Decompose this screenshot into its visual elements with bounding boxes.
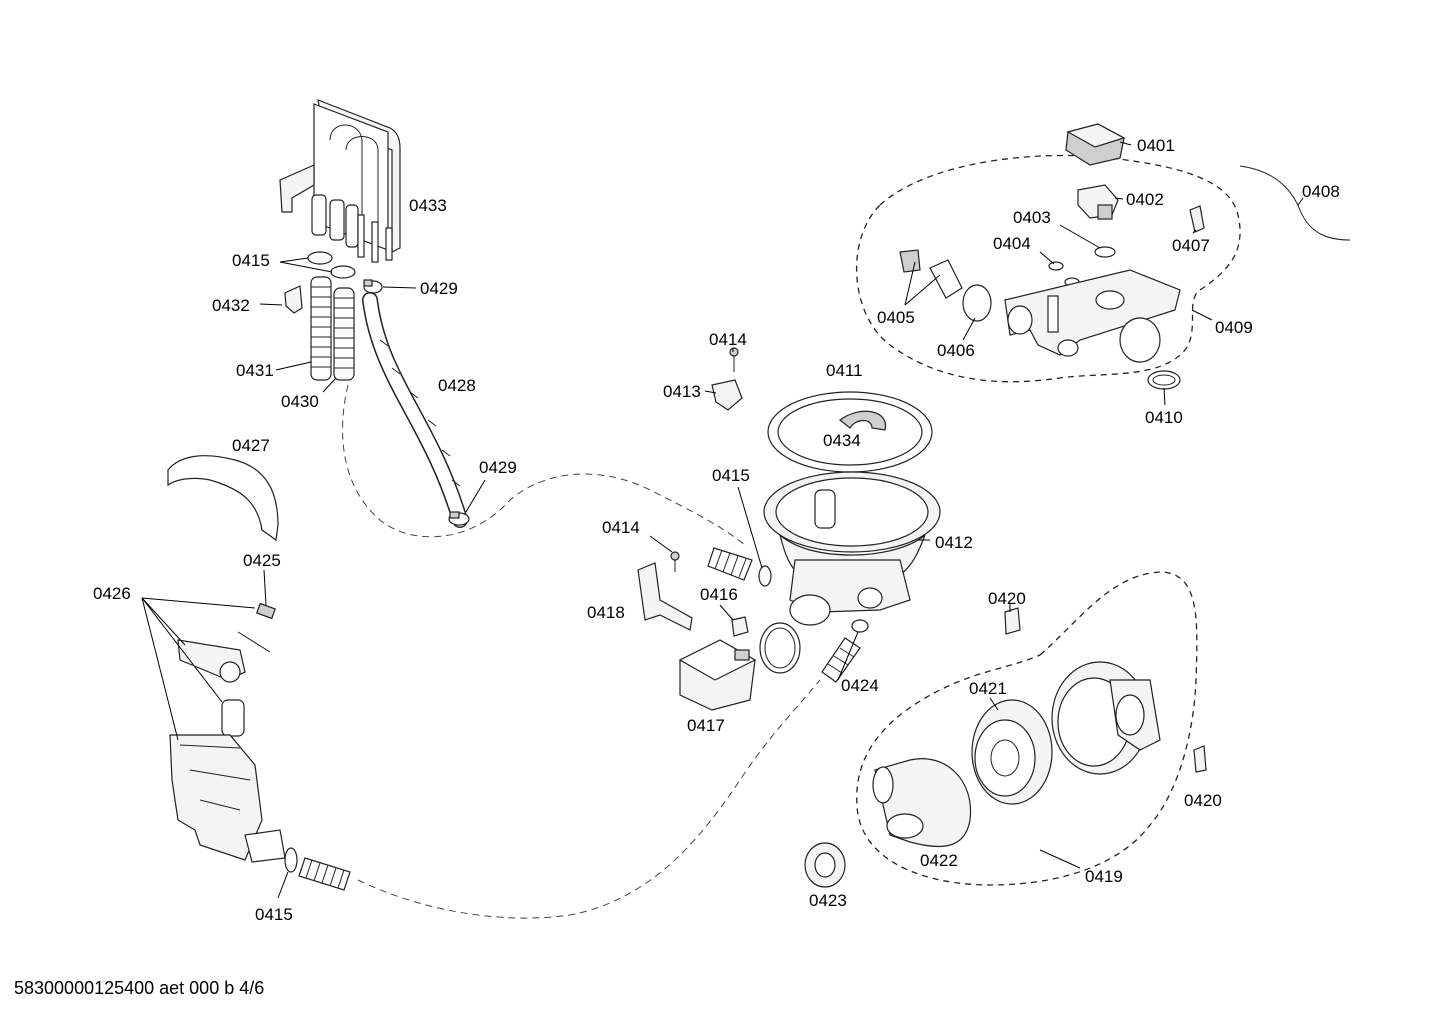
part-0409-valve-block — [1004, 269, 1181, 363]
part-0412-sump — [763, 471, 941, 626]
part-0402-sensor — [1077, 184, 1119, 220]
part-0415-mid-hose — [707, 547, 753, 581]
label-0414-lower: 0414 — [602, 518, 640, 537]
label-0417: 0417 — [687, 716, 725, 735]
label-0434: 0434 — [823, 431, 861, 450]
label-0424: 0424 — [841, 676, 879, 695]
label-0420-upper: 0420 — [988, 589, 1026, 608]
part-0415-lower-hose — [298, 857, 351, 891]
label-0403: 0403 — [1013, 208, 1051, 227]
part-0417-valve — [678, 639, 757, 711]
label-0407: 0407 — [1172, 236, 1210, 255]
label-0402: 0402 — [1126, 190, 1164, 209]
part-0420-bracket-upper — [1004, 607, 1021, 635]
leader-lines — [141, 141, 1304, 899]
label-0433: 0433 — [409, 196, 447, 215]
label-0429-upper: 0429 — [420, 279, 458, 298]
label-0428: 0428 — [438, 376, 476, 395]
label-0410: 0410 — [1145, 408, 1183, 427]
assembly-outline-0419 — [856, 571, 1198, 886]
part-0421-pump-cover — [971, 699, 1053, 805]
part-labels: 0401 0402 0403 0404 0405 0406 0407 0408 … — [93, 136, 1340, 924]
label-0413: 0413 — [663, 382, 701, 401]
part-0429-clamp-upper — [363, 279, 383, 294]
part-0413-bracket — [711, 379, 743, 411]
part-0408-cable — [1239, 165, 1351, 241]
assembly-outline-0409 — [855, 154, 1241, 383]
part-0420-bracket-lower — [1193, 745, 1207, 773]
hose-path-upper — [342, 384, 746, 546]
part-0425-clip — [237, 602, 276, 653]
part-0415-ring-b — [330, 265, 356, 279]
part-0415-ring-a — [307, 251, 333, 265]
label-0404: 0404 — [993, 234, 1031, 253]
part-0404-ring-a — [1048, 261, 1064, 271]
part-0406-ring — [962, 284, 992, 322]
part-0416-valve-part — [731, 616, 749, 637]
part-0414-screw-lower — [670, 551, 680, 572]
label-0405: 0405 — [877, 308, 915, 327]
document-footer-code: 58300000125400 aet 000 b 4/6 — [14, 978, 265, 998]
label-0419: 0419 — [1085, 867, 1123, 886]
label-0432: 0432 — [212, 296, 250, 315]
part-0403-ring — [1094, 246, 1116, 258]
part-0432-bracket — [284, 285, 303, 314]
part-0418-holder — [637, 562, 693, 631]
part-0427-cover — [167, 455, 279, 542]
part-0431-corrugated-hose — [310, 276, 332, 381]
label-0421: 0421 — [969, 679, 1007, 698]
part-0415-ring-lower — [284, 847, 298, 873]
part-0423-seal — [804, 842, 846, 888]
part-0405-connector — [899, 249, 963, 299]
part-0424-ring — [851, 619, 869, 633]
label-0401: 0401 — [1137, 136, 1175, 155]
part-0422-pump-housing — [872, 758, 972, 848]
label-0425: 0425 — [243, 551, 281, 570]
label-0415-mid: 0415 — [712, 466, 750, 485]
part-0414-screw-upper — [729, 347, 739, 372]
label-0420-lower: 0420 — [1184, 791, 1222, 810]
label-0408: 0408 — [1302, 182, 1340, 201]
label-0411: 0411 — [826, 361, 863, 380]
part-0415-ring-mid — [758, 565, 772, 587]
label-0416: 0416 — [700, 585, 738, 604]
part-0430-corrugated-hose — [333, 287, 355, 381]
label-0415-upper: 0415 — [232, 251, 270, 270]
label-0409: 0409 — [1215, 318, 1253, 337]
label-0429-lower: 0429 — [479, 458, 517, 477]
hose-path-lower — [357, 679, 821, 919]
label-0418: 0418 — [587, 603, 625, 622]
part-0428-hose — [362, 292, 468, 528]
part-0426-float-assembly — [169, 639, 286, 863]
label-0406: 0406 — [937, 341, 975, 360]
label-0414-upper: 0414 — [709, 330, 747, 349]
label-0415-lower: 0415 — [255, 905, 293, 924]
part-0429-clamp-lower — [448, 511, 470, 526]
part-0433-cover — [279, 99, 401, 263]
label-0431: 0431 — [236, 361, 274, 380]
label-0427: 0427 — [232, 436, 270, 455]
part-sump-o-ring — [759, 622, 801, 674]
label-0423: 0423 — [809, 891, 847, 910]
label-0430: 0430 — [281, 392, 319, 411]
part-0410-clamp — [1147, 370, 1181, 390]
label-0412: 0412 — [935, 533, 973, 552]
part-0401-cover — [1065, 123, 1126, 166]
label-0426: 0426 — [93, 584, 131, 603]
label-0422: 0422 — [920, 851, 958, 870]
part-heater-pump — [1051, 661, 1161, 775]
part-0407-bracket — [1189, 205, 1205, 233]
